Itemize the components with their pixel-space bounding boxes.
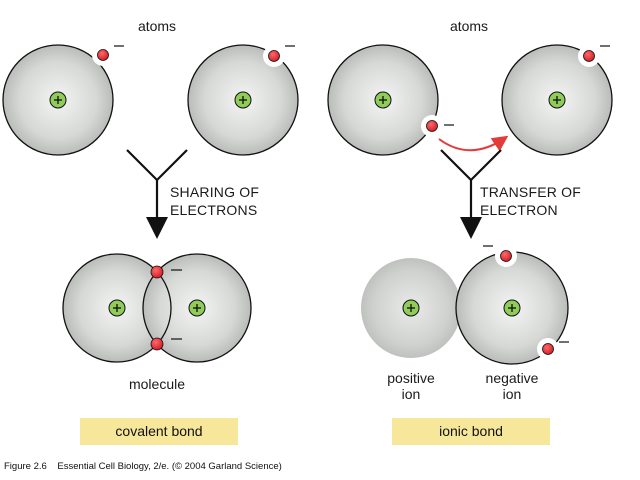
nucleus-icon <box>108 299 126 317</box>
sharing-label-line1: SHARING OF <box>170 184 260 200</box>
electron-icon <box>421 115 454 137</box>
nucleus-icon <box>402 299 420 317</box>
atom-right-2 <box>501 44 613 156</box>
electron-icon <box>263 45 295 67</box>
electron-icon <box>537 338 569 360</box>
covalent-bond-label: covalent bond <box>80 418 238 445</box>
atoms-label-right: atoms <box>449 18 489 34</box>
sharing-label-line2: ELECTRONS <box>170 202 258 218</box>
positive-ion-label-line1: positive <box>387 370 435 386</box>
sharing-arrow-icon <box>126 149 188 239</box>
positive-ion <box>361 258 461 358</box>
negative-ion-label: negative ion <box>486 370 539 402</box>
electron-icon <box>483 245 517 267</box>
negative-ion-label-line2: ion <box>502 386 522 402</box>
nucleus-icon <box>188 299 206 317</box>
nucleus-icon <box>503 299 521 317</box>
negative-ion <box>455 245 569 365</box>
shared-electron-icon <box>150 337 182 351</box>
transfer-label: TRANSFER OF ELECTRON <box>480 183 581 219</box>
transfer-label-line1: TRANSFER OF <box>480 184 581 200</box>
sharing-label: SHARING OF ELECTRONS <box>170 183 259 219</box>
molecule-label: molecule <box>128 376 186 392</box>
transfer-label-line2: ELECTRON <box>480 202 558 218</box>
atom-right-1 <box>327 44 454 156</box>
shared-electron-icon <box>150 265 182 279</box>
nucleus-icon <box>234 91 252 109</box>
electron-icon <box>578 45 610 67</box>
figure-source: Essential Cell Biology, 2/e. (© 2004 Gar… <box>57 461 282 472</box>
nucleus-icon <box>49 91 67 109</box>
nucleus-icon <box>548 91 566 109</box>
covalent-molecule <box>62 253 252 363</box>
transfer-arrow-icon <box>440 149 502 239</box>
figure-number: Figure 2.6 <box>4 461 47 472</box>
positive-ion-label-line2: ion <box>401 386 421 402</box>
nucleus-icon <box>374 91 392 109</box>
electron-icon <box>92 44 124 66</box>
positive-ion-label: positive ion <box>387 370 434 402</box>
negative-ion-label-line1: negative <box>485 370 539 386</box>
figure-caption: Figure 2.6 Essential Cell Biology, 2/e. … <box>4 461 282 472</box>
atom-left-1 <box>2 44 124 156</box>
electron-transfer-arrow-icon <box>438 135 509 152</box>
ionic-bond-label: ionic bond <box>392 418 550 445</box>
atoms-label-left: atoms <box>137 18 177 34</box>
atom-left-2 <box>187 44 299 156</box>
